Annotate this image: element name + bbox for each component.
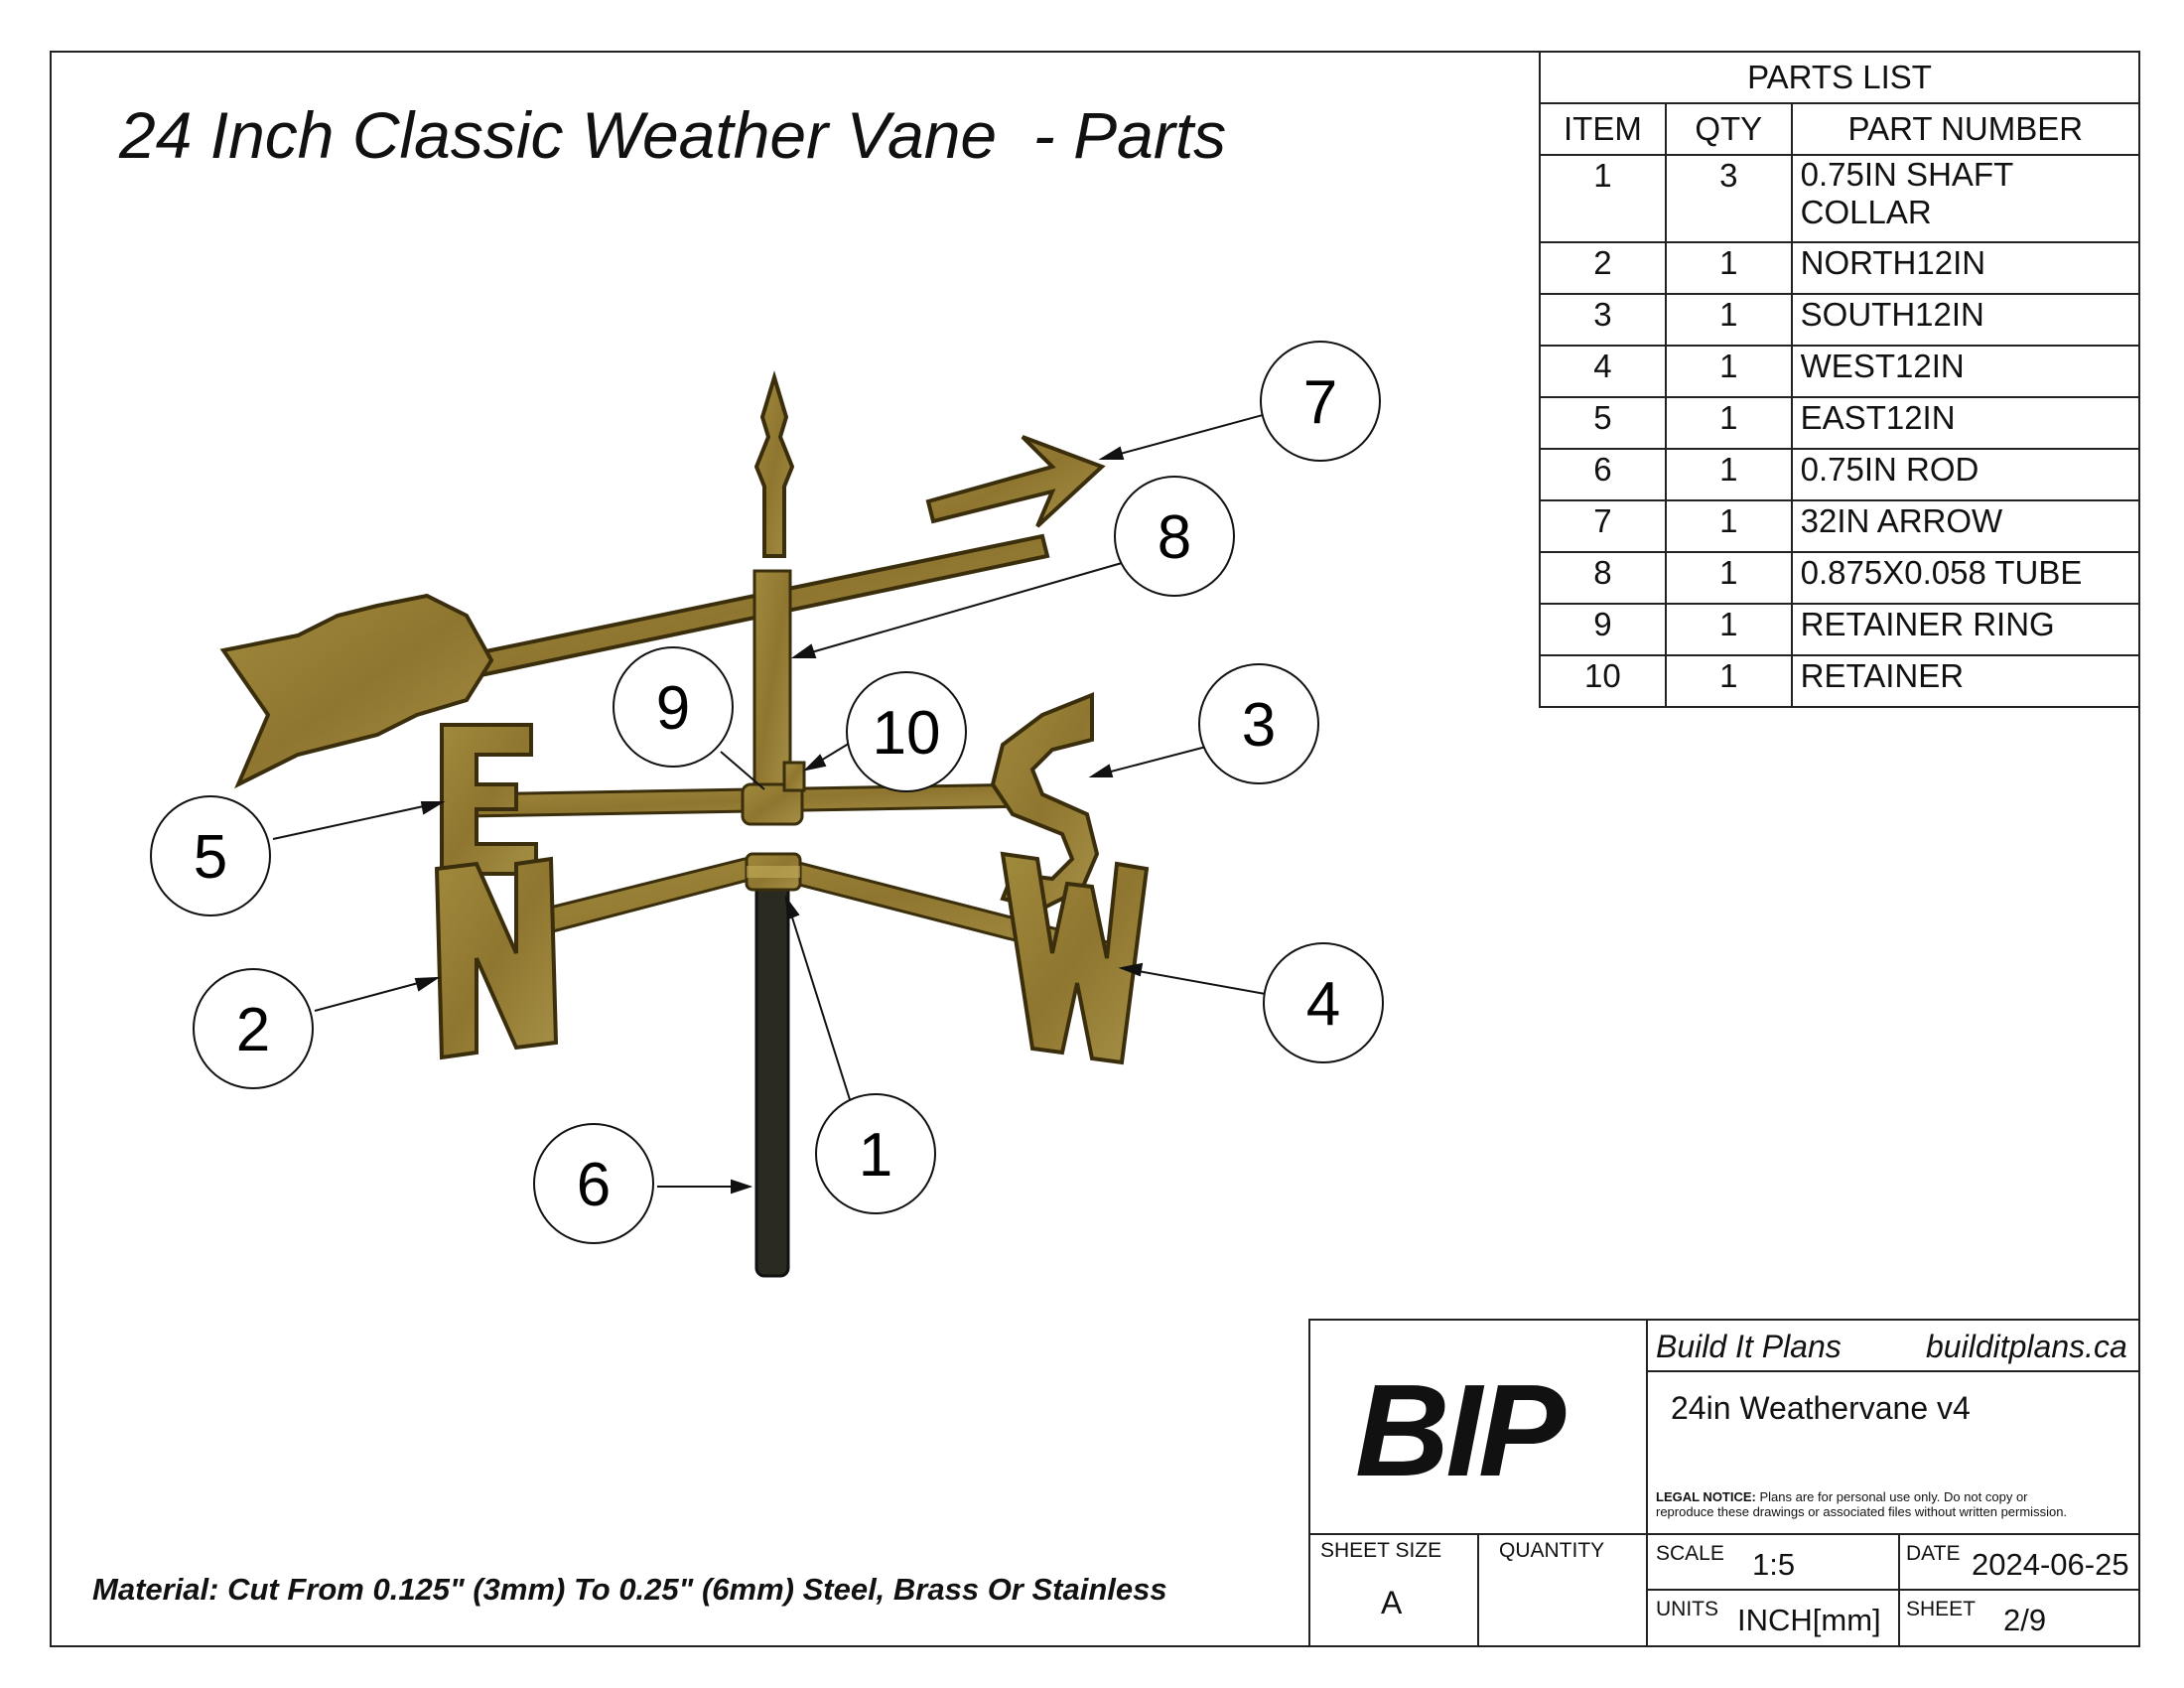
part-number-cell: 0.875X0.058 TUBE bbox=[1790, 551, 2141, 605]
drawing-title: 24 Inch Classic Weather Vane - Parts bbox=[119, 98, 1227, 172]
part-number-cell: 0.75IN SHAFT COLLAR bbox=[1790, 154, 2141, 243]
legal-notice-text-2: reproduce these drawings or associated f… bbox=[1656, 1504, 2068, 1519]
north-letter-part bbox=[434, 856, 559, 1060]
qty-cell: 1 bbox=[1664, 345, 1793, 398]
quantity-label: QUANTITY bbox=[1499, 1539, 1605, 1562]
sheet-size-value: A bbox=[1381, 1585, 1403, 1620]
qty-cell: 1 bbox=[1664, 603, 1793, 656]
item-cell: 2 bbox=[1539, 241, 1667, 295]
item-cell: 6 bbox=[1539, 448, 1667, 501]
scale-value: 1:5 bbox=[1752, 1547, 1796, 1582]
table-row: 9 1 RETAINER RING bbox=[1539, 603, 2141, 656]
column-header-part-number: PART NUMBER bbox=[1790, 102, 2141, 156]
qty-cell: 1 bbox=[1664, 241, 1793, 295]
qty-cell: 1 bbox=[1664, 499, 1793, 553]
shaft-collar-part bbox=[745, 852, 802, 892]
balloon-10: 10 bbox=[846, 671, 967, 792]
balloon-8-number: 8 bbox=[1158, 503, 1191, 572]
balloon-7: 7 bbox=[1260, 341, 1381, 462]
west-letter-part bbox=[1000, 851, 1150, 1065]
balloon-3: 3 bbox=[1198, 663, 1319, 784]
balloon-4-number: 4 bbox=[1306, 970, 1340, 1039]
company-name: Build It Plans bbox=[1656, 1329, 1842, 1364]
units-value: INCH[mm] bbox=[1737, 1603, 1881, 1637]
balloon-5-number: 5 bbox=[194, 823, 227, 892]
bip-logo: BIP bbox=[1355, 1357, 1566, 1503]
parts-list-table: PARTS LIST ITEM QTY PART NUMBER 1 3 0.75… bbox=[1539, 51, 2141, 708]
sheet-cell bbox=[1898, 1589, 2140, 1647]
qty-cell: 1 bbox=[1664, 396, 1793, 450]
column-header-qty: QTY bbox=[1664, 102, 1793, 156]
part-number-cell: WEST12IN bbox=[1790, 345, 2141, 398]
item-cell: 5 bbox=[1539, 396, 1667, 450]
column-header-item: ITEM bbox=[1539, 102, 1667, 156]
balloon-1: 1 bbox=[815, 1093, 936, 1214]
table-row: 10 1 RETAINER bbox=[1539, 654, 2141, 708]
part-number-cell: SOUTH12IN bbox=[1790, 293, 2141, 347]
leader-lines bbox=[272, 414, 1272, 1195]
qty-cell: 1 bbox=[1664, 654, 1793, 708]
legal-notice: LEGAL NOTICE: Plans are for personal use… bbox=[1656, 1489, 2067, 1519]
material-note: Material: Cut From 0.125" (3mm) To 0.25"… bbox=[92, 1572, 1167, 1607]
parts-list-caption: PARTS LIST bbox=[1539, 51, 2140, 104]
item-cell: 1 bbox=[1539, 154, 1667, 243]
part-number-cell: RETAINER bbox=[1790, 654, 2141, 708]
sheet-value: 2/9 bbox=[2003, 1603, 2047, 1637]
balloon-3-number: 3 bbox=[1242, 691, 1276, 760]
qty-cell: 1 bbox=[1664, 293, 1793, 347]
balloon-2-number: 2 bbox=[236, 996, 270, 1064]
sheet-size-label: SHEET SIZE bbox=[1320, 1539, 1442, 1562]
qty-cell: 3 bbox=[1664, 154, 1793, 243]
table-row: 1 3 0.75IN SHAFT COLLAR bbox=[1539, 154, 2141, 243]
website: builditplans.ca bbox=[1926, 1329, 2127, 1364]
retainer-part bbox=[782, 761, 806, 792]
legal-notice-label: LEGAL NOTICE: bbox=[1656, 1489, 1756, 1504]
sheet-border bbox=[50, 51, 2140, 1647]
south-letter-part bbox=[990, 692, 1100, 912]
balloon-7-number: 7 bbox=[1303, 368, 1337, 437]
table-row: 4 1 WEST12IN bbox=[1539, 345, 2141, 398]
table-row: 7 1 32IN ARROW bbox=[1539, 499, 2141, 553]
rod-part bbox=[754, 872, 790, 1278]
date-label: DATE bbox=[1906, 1542, 1961, 1565]
table-row: 5 1 EAST12IN bbox=[1539, 396, 2141, 450]
scale-label: SCALE bbox=[1656, 1542, 1724, 1565]
item-cell: 4 bbox=[1539, 345, 1667, 398]
item-cell: 7 bbox=[1539, 499, 1667, 553]
balloon-10-number: 10 bbox=[873, 699, 941, 768]
part-number-cell: 0.75IN ROD bbox=[1790, 448, 2141, 501]
part-number-cell: NORTH12IN bbox=[1790, 241, 2141, 295]
table-row: 2 1 NORTH12IN bbox=[1539, 241, 2141, 295]
retainer-ring-part bbox=[741, 782, 804, 826]
balloon-9: 9 bbox=[613, 646, 734, 768]
item-cell: 10 bbox=[1539, 654, 1667, 708]
table-row: 8 1 0.875X0.058 TUBE bbox=[1539, 551, 2141, 605]
balloon-1-number: 1 bbox=[859, 1121, 892, 1190]
sheet-label: SHEET bbox=[1906, 1598, 1977, 1620]
qty-cell: 1 bbox=[1664, 551, 1793, 605]
balloon-4: 4 bbox=[1263, 942, 1384, 1063]
balloon-6-number: 6 bbox=[577, 1151, 611, 1219]
part-number-cell: 32IN ARROW bbox=[1790, 499, 2141, 553]
balloon-6: 6 bbox=[533, 1123, 654, 1244]
item-cell: 9 bbox=[1539, 603, 1667, 656]
part-number-cell: EAST12IN bbox=[1790, 396, 2141, 450]
balloon-9-number: 9 bbox=[656, 674, 690, 743]
balloon-2: 2 bbox=[193, 968, 314, 1089]
table-row: 3 1 SOUTH12IN bbox=[1539, 293, 2141, 347]
tube-part bbox=[752, 569, 792, 796]
drawing-name: 24in Weathervane v4 bbox=[1671, 1390, 1971, 1426]
item-cell: 8 bbox=[1539, 551, 1667, 605]
table-row: 6 1 0.75IN ROD bbox=[1539, 448, 2141, 501]
part-number-cell: RETAINER RING bbox=[1790, 603, 2141, 656]
balloon-8: 8 bbox=[1114, 476, 1235, 597]
date-value: 2024-06-25 bbox=[1972, 1547, 2129, 1582]
balloon-5: 5 bbox=[150, 795, 271, 916]
units-label: UNITS bbox=[1656, 1598, 1718, 1620]
qty-cell: 1 bbox=[1664, 448, 1793, 501]
item-cell: 3 bbox=[1539, 293, 1667, 347]
legal-notice-text: Plans are for personal use only. Do not … bbox=[1755, 1489, 2028, 1504]
